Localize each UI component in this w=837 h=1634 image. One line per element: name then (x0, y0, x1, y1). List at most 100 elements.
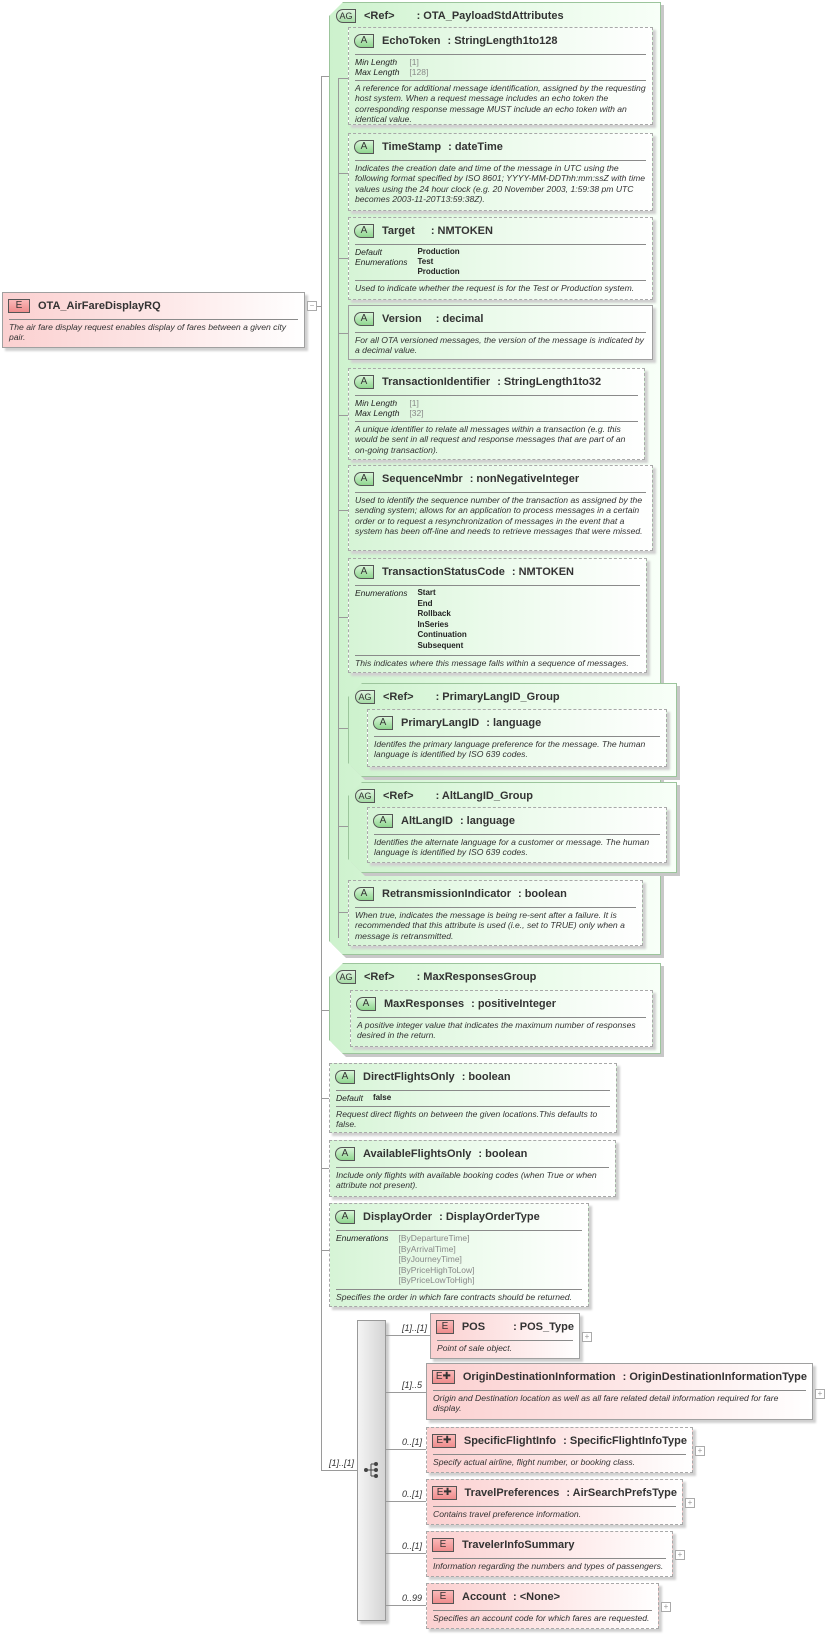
connector-line (338, 912, 348, 913)
element-badge-icon: E (432, 1538, 454, 1552)
attribute-type: : boolean (517, 888, 567, 900)
expand-icon[interactable]: + (661, 1602, 671, 1612)
attribute-name: MaxResponses (384, 998, 465, 1010)
element-name: OriginDestinationInformation (462, 1371, 616, 1383)
element-description: Origin and Destination location as well … (433, 1393, 779, 1414)
connector-line (338, 510, 348, 511)
attribute-badge-icon: A (335, 1147, 355, 1161)
element-description: Contains travel preference information. (433, 1509, 582, 1519)
attribute-badge-icon: A (354, 887, 374, 901)
connector-line (321, 76, 322, 1471)
attribute-name: RetransmissionIndicator (382, 888, 511, 900)
connector-line (321, 1168, 329, 1169)
enumerations-label: Enumerations (355, 588, 408, 598)
attribute-description: Identifes the primary language preferenc… (374, 739, 646, 760)
connector-line (338, 173, 348, 174)
expand-icon[interactable]: + (815, 1389, 825, 1399)
attribute-description: Identifies the alternate language for a … (374, 837, 650, 858)
element-description: Specifies an account code for which fare… (433, 1613, 650, 1623)
attribute-name: TimeStamp (382, 141, 442, 153)
connector-line (338, 78, 348, 79)
facet-value: [32] (409, 408, 424, 418)
element-badge-icon: E (432, 1590, 454, 1604)
connector-line (321, 76, 329, 77)
collapse-toggle-icon[interactable]: − (307, 301, 317, 311)
element-name: Account (462, 1591, 506, 1603)
attribute-description: A reference for additional message ident… (355, 83, 646, 124)
cardinality: 0..[1] (401, 1437, 422, 1447)
attribute-type: : NMTOKEN (511, 566, 574, 578)
attribute-group-badge-icon: AG (336, 9, 356, 23)
enum-value: Subsequent (417, 640, 464, 650)
attribute-description: Indicates the creation date and time of … (355, 163, 646, 204)
attribute-description: A positive integer value that indicates … (357, 1020, 636, 1041)
attribute-description: A unique identifier to relate all messag… (355, 424, 626, 455)
facet-label: Min Length (355, 57, 398, 67)
enum-value: InSeries (417, 619, 449, 629)
attribute-name: EchoToken (382, 35, 441, 47)
connector-line (338, 415, 348, 416)
element-description: Information regarding the numbers and ty… (433, 1561, 664, 1571)
attribute-group-badge-icon: AG (336, 970, 356, 984)
element-travelpreferences[interactable]: E✚TravelPreferences: AirSearchPrefsType … (426, 1479, 683, 1525)
attribute-badge-icon: A (354, 140, 374, 154)
facet-value: [1] (409, 57, 419, 67)
attribute-description: Request direct flights on between the gi… (336, 1109, 598, 1130)
complex-element-badge-icon: E✚ (432, 1370, 455, 1384)
element-type: : AirSearchPrefsType (566, 1487, 677, 1499)
cardinality: 0..99 (401, 1593, 422, 1603)
element-origindestinationinformation[interactable]: E✚ OriginDestinationInformation : OriginDe… (426, 1363, 813, 1420)
attribute-name: SequenceNmbr (382, 473, 463, 485)
connector-line (317, 306, 322, 307)
group-ref: <Ref> (383, 790, 414, 802)
sequence-compositor[interactable] (357, 1320, 386, 1621)
attribute-description: When true, indicates the message is bein… (355, 910, 625, 941)
attribute-group-badge-icon: AG (355, 789, 375, 803)
element-name: POS (461, 1321, 486, 1333)
attribute-type: : decimal (435, 313, 484, 325)
cardinality: 0..[1] (401, 1541, 422, 1551)
default-label: Default (355, 247, 382, 257)
element-type: : POS_Type (513, 1321, 574, 1333)
expand-icon[interactable]: + (582, 1332, 592, 1342)
element-name: OTA_AirFareDisplayRQ (38, 300, 161, 312)
element-description: Specify actual airline, flight number, o… (433, 1457, 636, 1467)
attribute-badge-icon: A (354, 224, 374, 238)
element-description: Point of sale object. (437, 1343, 513, 1353)
facet-value: [128] (409, 67, 429, 77)
attribute-type: : StringLength1to32 (497, 376, 602, 388)
sequence-icon (364, 1462, 378, 1478)
connector-line (386, 1392, 426, 1393)
attribute-description: For all OTA versioned messages, the vers… (355, 335, 644, 356)
cardinality: 0..[1] (401, 1489, 422, 1499)
enum-value: End (417, 598, 433, 608)
attribute-retransmissionindicator[interactable]: A RetransmissionIndicator : boolean When t… (348, 880, 643, 946)
attribute-description: Specifies the order in which fare contra… (336, 1291, 572, 1302)
element-badge-icon: E (8, 299, 30, 313)
expand-icon[interactable]: + (675, 1550, 685, 1560)
expand-icon[interactable]: + (685, 1498, 695, 1508)
cardinality: [1]..[1] (401, 1323, 427, 1333)
element-type: : SpecificFlightInfoType (563, 1435, 687, 1447)
element-specificflightinfo[interactable]: E✚SpecificFlightInfo: SpecificFlightInfo… (426, 1427, 693, 1473)
element-type: : OriginDestinationInformationType (622, 1371, 807, 1383)
expand-icon[interactable]: + (695, 1446, 705, 1456)
attribute-badge-icon: A (335, 1070, 355, 1084)
